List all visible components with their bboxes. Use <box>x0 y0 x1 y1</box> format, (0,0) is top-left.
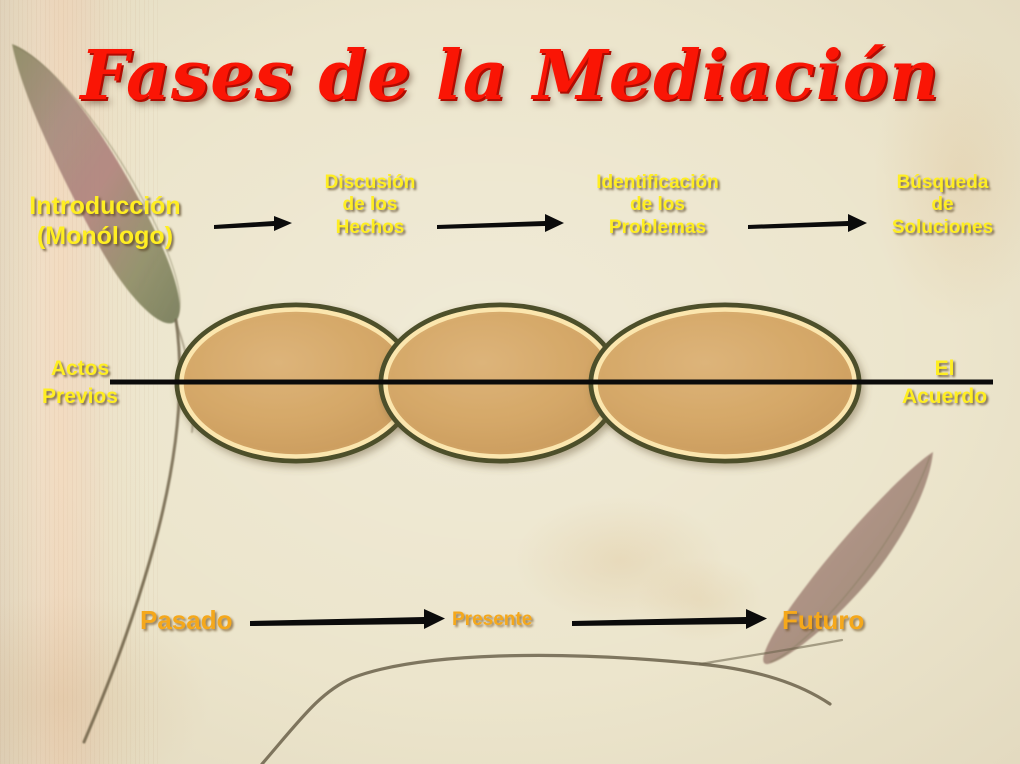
phase-line: Hechos <box>335 216 405 238</box>
axis-label-line: Actos <box>50 357 110 380</box>
phase-label-busqueda: Búsqueda de Soluciones <box>865 172 1020 239</box>
page-title: Fases de la Mediación <box>80 36 940 116</box>
axis-label-line: Acuerdo <box>901 385 988 409</box>
phase-line: Búsqueda <box>896 172 989 193</box>
phase-label-identificacion: Identificación de los Problemas <box>570 172 745 239</box>
phase-line: Problemas <box>608 216 707 238</box>
phase-line: de los <box>630 194 685 216</box>
timeline-label-futuro: Futuro <box>782 605 865 635</box>
phase-line: Identificación <box>596 172 719 193</box>
phase-line: de <box>931 194 954 216</box>
axis-label-line: Previos <box>42 385 118 409</box>
timeline-label-presente: Presente <box>452 609 533 630</box>
phase-line: Introducción <box>29 192 181 220</box>
axis-label-el-acuerdo: El Acuerdo <box>872 355 1017 412</box>
phase-line: de los <box>342 194 398 216</box>
phase-line: (Monólogo) <box>36 221 174 250</box>
phase-label-discusion: Discusión de los Hechos <box>300 172 440 239</box>
phase-label-introduccion: Introducción (Monólogo) <box>0 192 210 251</box>
timeline-arrow-1 <box>250 609 445 629</box>
decorative-branch <box>260 638 844 764</box>
phase-arrow-1 <box>214 216 292 231</box>
axis-label-line: El <box>934 357 955 380</box>
phase-line: Discusión <box>324 172 416 193</box>
axis-label-actos-previos: Actos Previos <box>10 355 150 412</box>
phase-line: Soluciones <box>891 216 994 238</box>
phase-arrow-2 <box>437 214 564 232</box>
timeline-arrow-2 <box>572 609 767 629</box>
phase-arrow-3 <box>748 214 867 232</box>
timeline-label-pasado: Pasado <box>140 605 233 635</box>
